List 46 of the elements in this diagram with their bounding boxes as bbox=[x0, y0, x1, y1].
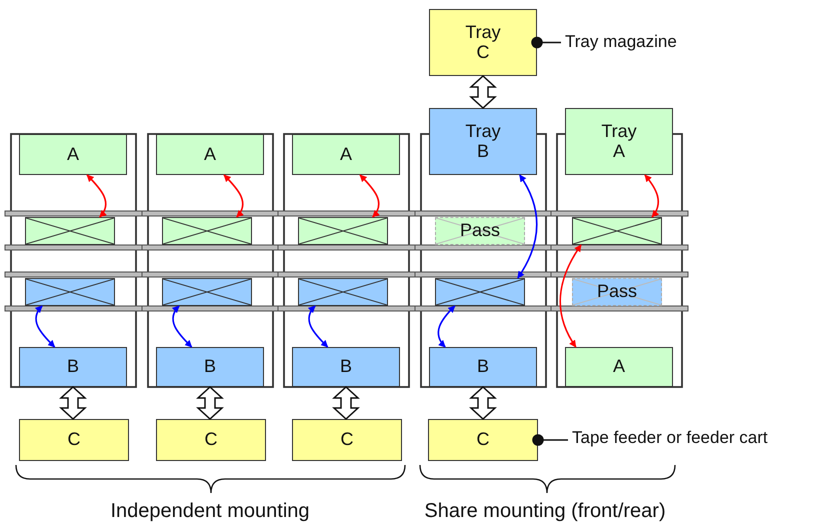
double-arrow bbox=[469, 386, 497, 420]
curved-arrow bbox=[359, 174, 380, 218]
feeder-box: C bbox=[292, 419, 402, 461]
double-arrow bbox=[196, 386, 224, 420]
curved-arrow bbox=[438, 305, 456, 348]
double-arrow bbox=[59, 386, 87, 420]
storage-box: A bbox=[19, 134, 127, 175]
pass-box: Pass bbox=[435, 217, 525, 245]
storage-box: A bbox=[565, 347, 673, 387]
conveyor-box bbox=[162, 217, 252, 245]
conveyor-box bbox=[298, 217, 388, 245]
tray-box: Tray A bbox=[565, 108, 673, 175]
storage-box: B bbox=[19, 347, 127, 387]
double-arrow bbox=[332, 386, 360, 420]
curved-arrow bbox=[35, 305, 56, 348]
storage-box: A bbox=[156, 134, 264, 175]
curved-arrow bbox=[517, 174, 538, 279]
tray-box: Tray B bbox=[429, 108, 537, 175]
storage-box: B bbox=[429, 347, 537, 387]
pass-box: Pass bbox=[572, 278, 662, 306]
feeder-box: C bbox=[19, 419, 129, 461]
callout-text: Tray magazine bbox=[565, 30, 725, 54]
conveyor-box bbox=[572, 217, 662, 245]
curved-arrow bbox=[172, 305, 192, 348]
leader-line bbox=[531, 36, 561, 48]
callout-text: Tape feeder or feeder cart bbox=[572, 426, 812, 450]
curved-arrow bbox=[223, 174, 244, 218]
conveyor-box bbox=[25, 278, 115, 306]
leader-line bbox=[532, 434, 568, 446]
curved-arrow bbox=[559, 244, 582, 348]
group-label: Share mounting (front/rear) bbox=[424, 500, 666, 523]
feeder-box: C bbox=[156, 419, 266, 461]
conveyor-box bbox=[298, 278, 388, 306]
group-label: Independent mounting bbox=[110, 500, 310, 523]
feeder-box: C bbox=[428, 419, 538, 461]
storage-box: A bbox=[292, 134, 400, 175]
tray-magazine-box: Tray C bbox=[429, 9, 537, 76]
storage-box: B bbox=[292, 347, 400, 387]
storage-box: B bbox=[156, 347, 264, 387]
conveyor-box bbox=[162, 278, 252, 306]
curved-arrow bbox=[308, 305, 328, 348]
conveyor-box bbox=[25, 217, 115, 245]
curved-arrow bbox=[644, 174, 660, 218]
curved-arrow bbox=[86, 174, 107, 218]
double-arrow bbox=[469, 74, 497, 110]
conveyor-box bbox=[435, 278, 525, 306]
